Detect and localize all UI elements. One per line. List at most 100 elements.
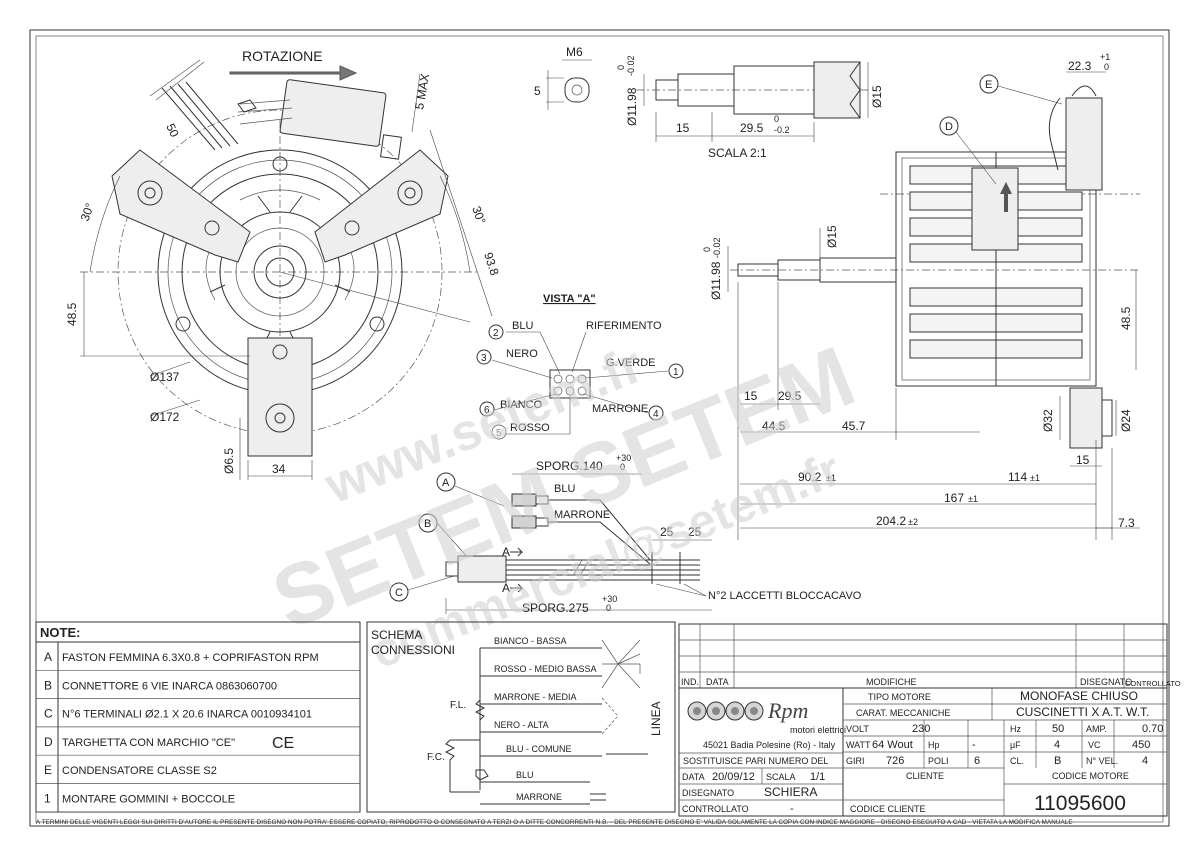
- tipo-motore-label: TIPO MOTORE: [868, 692, 931, 702]
- rotation-label: ROTAZIONE: [242, 48, 323, 64]
- schema-fl: F.L.: [450, 700, 466, 711]
- watt-value: 64 Wout: [872, 739, 913, 751]
- callout-c: C: [395, 587, 403, 599]
- scala-value: 1/1: [810, 771, 825, 783]
- tipo-motore-value: MONOFASE CHIUSO: [1020, 689, 1138, 703]
- tol-pm1-b: ±1: [1030, 473, 1040, 483]
- dim-phi15-shaft: Ø15: [870, 85, 884, 108]
- uf-value: 4: [1054, 739, 1060, 751]
- sporg-275: SPORG.275: [522, 601, 589, 615]
- cl-value: B: [1054, 755, 1061, 767]
- dim-phi11-98-top: Ø11.98: [625, 87, 639, 126]
- amp-label: AMP.: [1086, 724, 1107, 734]
- dim-48-5-right: 48.5: [1119, 306, 1133, 330]
- rev-modifiche: MODIFICHE: [866, 677, 917, 687]
- schema-wire-label: MARRONE - MEDIA: [494, 692, 577, 702]
- dim-phi172: Ø172: [150, 410, 180, 424]
- note-text: MONTARE GOMMINI + BOCCOLE: [62, 794, 235, 806]
- copyright-footer: A TERMINI DELLE VIGENTI LEGGI SUI DIRITT…: [36, 819, 1073, 826]
- callout-a: A: [442, 477, 450, 489]
- schema-wire-label: BLU: [516, 770, 534, 780]
- note-text: CONDENSATORE CLASSE S2: [62, 765, 217, 777]
- codice-motore-value: 11095600: [1034, 792, 1126, 815]
- section-mark-a1: A: [502, 545, 510, 559]
- rotation-arrow: [229, 65, 358, 81]
- tol-0-a: 0: [620, 462, 625, 472]
- nvel-label: N° VEL.: [1086, 756, 1118, 766]
- callout-b: B: [424, 518, 431, 530]
- hz-label: Hz: [1010, 724, 1021, 734]
- logo-text: Rpm: [767, 698, 808, 723]
- connector-view-a: VISTA "A" 2 BLU RIFERIMENTO 3 NERO G.VER…: [476, 293, 684, 440]
- tol-0-b: 0: [606, 603, 611, 613]
- dim-phi6-5: Ø6.5: [222, 448, 236, 474]
- note-text: N°6 TERMINALI Ø2.1 X 20.6 INARCA 0010934…: [62, 709, 312, 721]
- inner-frame: [35, 35, 1164, 823]
- controllato-label: CONTROLLATO: [682, 804, 749, 814]
- capacitor: [237, 79, 403, 160]
- codice-cliente-label: CODICE CLIENTE: [850, 804, 926, 814]
- side-view: E D 22.3 +1 0 Ø15 Ø11.98 0 -0.02 48.5 15…: [702, 52, 1140, 540]
- hz-value: 50: [1052, 723, 1064, 735]
- dim-25-b: 25: [688, 525, 702, 539]
- laccetti-label: N°2 LACCETTI BLOCCACAVO: [708, 590, 862, 602]
- dim-m6: M6: [566, 45, 583, 59]
- outer-frame: [29, 29, 1170, 827]
- cl-label: CL.: [1010, 756, 1024, 766]
- dim-90-2: 90.2: [798, 470, 822, 484]
- dim-44-5: 44.5: [762, 419, 786, 433]
- pin-4: 4: [653, 409, 659, 420]
- dim-30-left: 30°: [78, 201, 97, 223]
- company-address: 45021 Badia Polesine (Ro) - Italy: [703, 740, 836, 750]
- tol-pm1-a: ±1: [826, 473, 836, 483]
- scale-2-1: SCALA 2:1: [708, 146, 767, 160]
- cliente-label: CLIENTE: [906, 771, 944, 781]
- tol-p1: +1: [1100, 52, 1110, 62]
- company-logo: Rpm motori elettrici: [687, 698, 846, 735]
- note-text: CONNETTORE 6 VIE INARCA 0863060700: [62, 680, 277, 692]
- mounting-arm-right: [314, 149, 449, 263]
- pin-2: 2: [493, 328, 499, 339]
- ce-mark: CE: [272, 735, 294, 752]
- watermark: www.setem.fr SETEM SETEM commercial@sete…: [260, 328, 867, 679]
- dim-29-5-side: 29.5: [778, 389, 802, 403]
- label-riferimento: RIFERIMENTO: [586, 320, 662, 332]
- mounting-arm-left: [111, 149, 251, 263]
- dim-93-8: 93.8: [481, 251, 502, 278]
- note-text: TARGHETTA CON MARCHIO "CE": [62, 737, 235, 749]
- dim-15-shaft: 15: [676, 121, 690, 135]
- dim-22-3: 22.3: [1068, 59, 1092, 73]
- disegnato-value: SCHIERA: [764, 785, 817, 799]
- dim-15-rear: 15: [1076, 453, 1090, 467]
- label-g-verde: G.VERDE: [606, 357, 656, 369]
- note-key: A: [44, 650, 52, 664]
- sporg-140: SPORG.140: [536, 459, 603, 473]
- data-label: DATA: [682, 772, 705, 782]
- schema-fc: F.C.: [427, 752, 445, 763]
- tol-0-shaft: 0: [774, 114, 779, 124]
- schema-wire-label: ROSSO - MEDIO BASSA: [494, 664, 597, 674]
- tol-pm2: ±2: [908, 517, 918, 527]
- label-rosso: ROSSO: [510, 422, 550, 434]
- schema-title-2: CONNESSIONI: [371, 643, 455, 657]
- label-nero: NERO: [506, 348, 538, 360]
- dim-34: 34: [272, 462, 286, 476]
- dim-phi24: Ø24: [1119, 409, 1133, 432]
- note-text: FASTON FEMMINA 6.3X0.8 + COPRIFASTON RPM: [62, 652, 319, 664]
- rev-controllato: CONTROLLATO: [1125, 679, 1181, 688]
- note-key: E: [44, 763, 52, 777]
- dim-15-side: 15: [744, 389, 758, 403]
- giri-label: GIRI: [846, 756, 865, 766]
- pin-3: 3: [481, 353, 487, 364]
- dim-29-5-shaft: 29.5: [740, 121, 764, 135]
- wire-label-blu: BLU: [554, 483, 575, 495]
- label-marrone: MARRONE: [592, 403, 648, 415]
- callout-e: E: [985, 79, 992, 91]
- tol-02-shaft: -0.2: [774, 125, 790, 135]
- schema-title-1: SCHEMA: [371, 628, 422, 642]
- rev-disegnato: DISEGNATO: [1080, 677, 1132, 687]
- dim-phi32: Ø32: [1041, 409, 1055, 432]
- wire-label-marrone: MARRONE: [554, 509, 610, 521]
